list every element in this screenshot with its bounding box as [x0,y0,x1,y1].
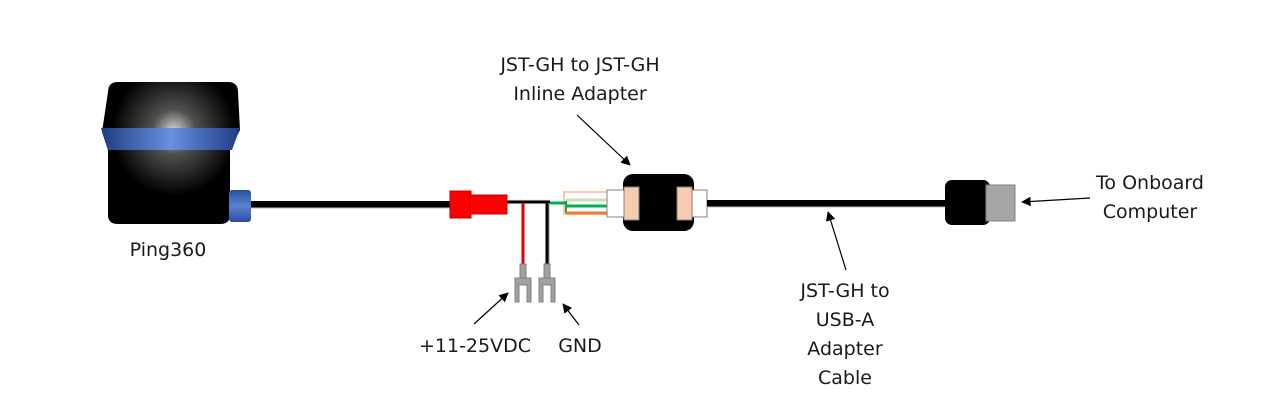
spade-terminal-positive [514,263,532,303]
usb-cable-label-line4: Cable [818,367,872,389]
power-positive-label: +11-25VDC [418,335,532,357]
sonar-connector-knob [229,190,251,222]
usb-cable-label-line2: USB-A [815,309,875,331]
ground-label: GND [558,335,602,357]
arrow-positive [473,292,509,325]
jst-plug-left [606,189,625,218]
sonar-cable [245,201,455,208]
inline-adapter-label-line1: JST-GH to JST-GH [500,54,660,76]
spade-terminal-ground [538,263,556,303]
arrow-inline-adapter [576,114,631,166]
arrow-ground [562,303,580,326]
red-splice-connector [449,190,508,219]
computer-label: To Onboard Computer [1085,169,1215,227]
jst-plug-right [691,189,708,218]
usb-a-plug [945,180,1016,225]
inline-adapter-label: JST-GH to JST-GH Inline Adapter [470,51,690,109]
usb-cable-label-line1: JST-GH to [800,280,890,302]
arrow-usb-cable [825,211,847,271]
inline-adapter-label-line2: Inline Adapter [513,83,647,105]
ping360-sonar [101,82,251,224]
arrow-computer [1021,196,1091,207]
usb-cable-label-line3: Adapter [807,338,883,360]
jst-inline-adapter [606,174,708,231]
usb-cable-label: JST-GH to USB-A Adapter Cable [780,277,910,393]
computer-label-line1: To Onboard [1096,172,1204,194]
usb-adapter-cable [707,200,952,207]
jst-wires [550,191,609,215]
computer-label-line2: Computer [1102,201,1198,223]
ping360-label: Ping360 [129,239,207,261]
